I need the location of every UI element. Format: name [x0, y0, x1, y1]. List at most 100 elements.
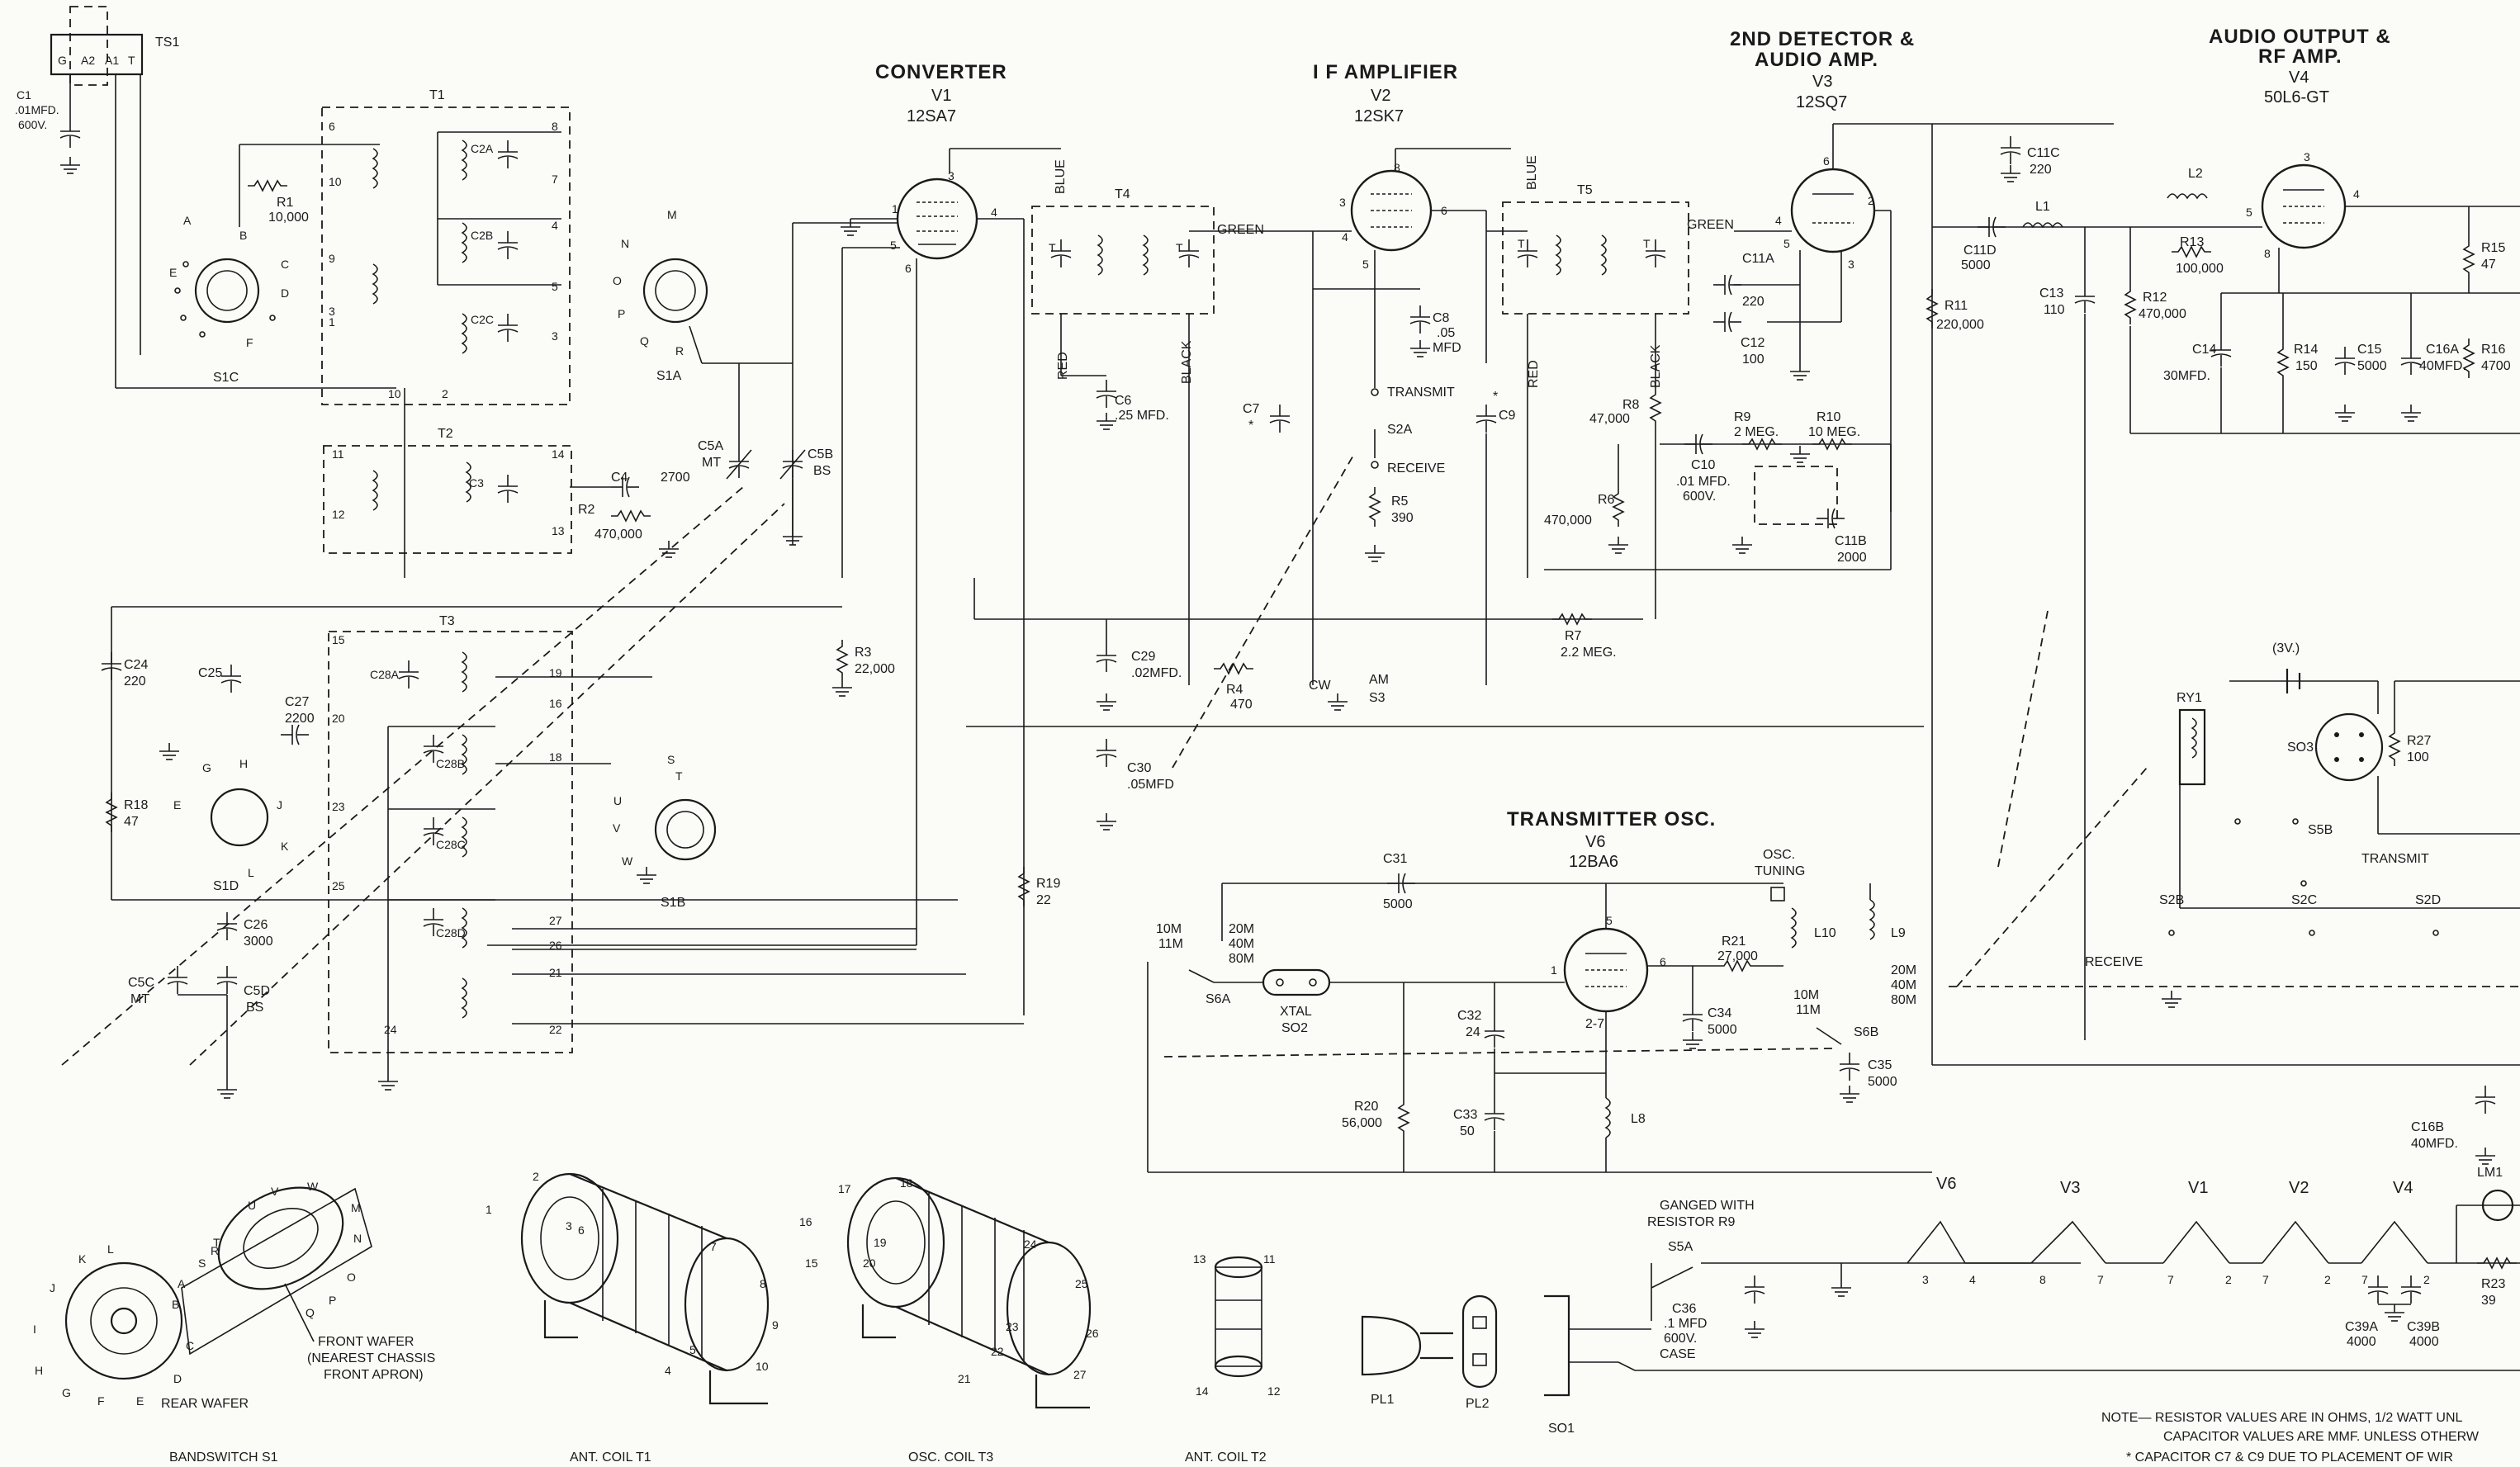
svg-text:20M: 20M [1891, 963, 1916, 977]
svg-text:C6: C6 [1115, 394, 1132, 408]
svg-text:C31: C31 [1383, 852, 1407, 866]
svg-text:B: B [172, 1298, 179, 1311]
plug-pl1 [1361, 1315, 1422, 1376]
svg-text:19: 19 [549, 666, 562, 679]
svg-text:8: 8 [1394, 161, 1400, 174]
svg-text:14: 14 [552, 447, 565, 461]
svg-text:C11B: C11B [1835, 534, 1867, 548]
svg-text:S5B: S5B [2308, 823, 2333, 837]
svg-text:RESISTOR R9: RESISTOR R9 [1647, 1215, 1736, 1229]
svg-text:T: T [213, 1236, 220, 1249]
svg-text:M: M [667, 208, 677, 221]
svg-text:C11D: C11D [1963, 244, 1997, 258]
svg-text:5: 5 [689, 1343, 696, 1356]
svg-text:W: W [307, 1180, 319, 1193]
svg-text:26: 26 [1086, 1327, 1099, 1340]
svg-text:R10: R10 [1817, 410, 1840, 424]
s1b-switch: S1B S T U V W [613, 753, 717, 910]
svg-text:TUNING: TUNING [1755, 864, 1805, 878]
svg-text:C30: C30 [1127, 761, 1151, 775]
svg-text:C29: C29 [1131, 650, 1155, 664]
svg-text:56,000: 56,000 [1342, 1116, 1382, 1130]
svg-text:2: 2 [2225, 1273, 2232, 1286]
svg-text:5: 5 [1362, 258, 1369, 271]
converter-title: CONVERTER [875, 61, 1007, 83]
svg-text:TRANSMITTER OSC.: TRANSMITTER OSC. [1507, 808, 1716, 831]
svg-text:C: C [186, 1339, 194, 1352]
svg-text:390: 390 [1391, 511, 1414, 525]
svg-text:U: U [613, 794, 622, 807]
svg-text:S6A: S6A [1206, 992, 1231, 1006]
svg-text:T5: T5 [1577, 183, 1593, 197]
svg-text:25: 25 [1075, 1277, 1088, 1290]
pilot-lamp-lm1 [2481, 1189, 2514, 1222]
svg-text:V: V [613, 821, 621, 835]
svg-text:80M: 80M [1891, 993, 1916, 1007]
svg-text:R: R [675, 344, 684, 357]
svg-text:TS1: TS1 [155, 35, 179, 50]
svg-text:C11C: C11C [2027, 146, 2060, 160]
svg-text:R23: R23 [2481, 1277, 2505, 1291]
svg-text:S3: S3 [1369, 691, 1386, 705]
svg-text:C5D: C5D [244, 984, 270, 998]
svg-text:4: 4 [1342, 230, 1348, 244]
svg-text:Q: Q [640, 334, 649, 348]
svg-text:CW: CW [1309, 679, 1332, 693]
svg-text:K: K [281, 840, 289, 853]
svg-text:24: 24 [1024, 1237, 1037, 1251]
svg-text:C32: C32 [1457, 1009, 1481, 1023]
svg-text:G: G [62, 1386, 71, 1399]
svg-text:L: L [107, 1242, 114, 1256]
svg-text:7: 7 [2167, 1273, 2174, 1286]
svg-text:T4: T4 [1115, 187, 1130, 201]
svg-text:24: 24 [1466, 1025, 1480, 1039]
svg-text:R20: R20 [1354, 1100, 1378, 1114]
svg-text:TRANSMIT: TRANSMIT [1387, 386, 1455, 400]
svg-text:.05: .05 [1437, 326, 1455, 340]
svg-text:30MFD.: 30MFD. [2163, 369, 2210, 383]
svg-text:C11A: C11A [1742, 252, 1774, 266]
svg-text:47,000: 47,000 [1589, 412, 1630, 426]
svg-text:R11: R11 [1944, 299, 1968, 313]
t3-side-components: C24 220 R18 47 C25 C27 2200 S1D E G H J … [61, 486, 958, 1099]
svg-text:F: F [246, 336, 253, 349]
svg-text:12SA7: 12SA7 [907, 107, 956, 125]
svg-text:47: 47 [124, 815, 139, 829]
svg-text:V1: V1 [931, 87, 951, 105]
svg-text:.1 MFD: .1 MFD [1664, 1317, 1707, 1331]
svg-text:S1C: S1C [213, 371, 239, 385]
svg-text:C12: C12 [1741, 336, 1764, 350]
svg-text:2: 2 [2423, 1273, 2430, 1286]
svg-text:R19: R19 [1036, 877, 1060, 891]
svg-text:RED: RED [1056, 352, 1070, 380]
svg-text:AUDIO OUTPUT &: AUDIO OUTPUT & [2209, 26, 2391, 48]
svg-text:R13: R13 [2180, 235, 2204, 249]
svg-text:4: 4 [1969, 1273, 1976, 1286]
tube-v1 [896, 177, 978, 260]
socket-so1 [1544, 1294, 1570, 1397]
svg-text:(3V.): (3V.) [2272, 641, 2300, 655]
svg-text:20: 20 [863, 1256, 876, 1270]
svg-text:D: D [173, 1372, 182, 1385]
svg-text:FRONT APRON): FRONT APRON) [324, 1368, 424, 1382]
relay-section: (3V.) RY1 SO3 R27 100 S5B TRANSMIT S2B S… [1932, 610, 2520, 1165]
svg-text:220,000: 220,000 [1936, 318, 1984, 332]
svg-text:SO3: SO3 [2287, 741, 2314, 755]
svg-text:6: 6 [1660, 955, 1666, 968]
svg-text:V4: V4 [2289, 69, 2309, 87]
svg-text:100: 100 [1742, 353, 1764, 367]
volume-control-network: C10 .01 MFD. 600V. R9 2 MEG. R10 10 MEG.… [1544, 410, 1892, 570]
svg-text:W: W [622, 854, 633, 868]
svg-text:O: O [347, 1271, 356, 1284]
svg-text:150: 150 [2295, 359, 2318, 373]
svg-text:MFD: MFD [1433, 341, 1461, 355]
svg-text:20: 20 [332, 712, 345, 725]
svg-text:ANT. COIL T1: ANT. COIL T1 [570, 1450, 651, 1465]
ant-coil-t2-pictorial: 13 11 14 12 ANT. COIL T2 [1185, 1252, 1281, 1465]
svg-text:R5: R5 [1391, 495, 1409, 509]
svg-text:C28C: C28C [436, 838, 466, 851]
svg-text:C2B: C2B [471, 229, 493, 242]
svg-text:T: T [675, 769, 683, 783]
tube-v3 [1790, 168, 1876, 253]
svg-text:2: 2 [442, 387, 448, 400]
